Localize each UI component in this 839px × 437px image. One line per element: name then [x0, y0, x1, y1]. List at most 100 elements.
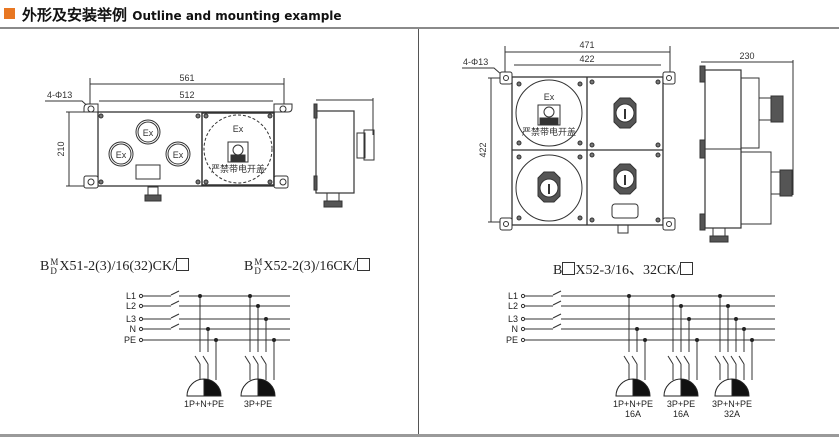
junction-dot — [734, 317, 738, 321]
terminal-icon — [138, 303, 144, 309]
model-sub: D — [254, 266, 261, 276]
socket-symbol-icon — [257, 378, 276, 397]
socket-symbol-icon — [663, 378, 682, 397]
title-cn: 外形及安装举例 — [22, 6, 128, 24]
switch-caption: 严禁带电开盖 — [522, 126, 576, 137]
socket-switch-icon — [631, 355, 638, 365]
line-label-l3: L3 — [126, 314, 136, 324]
socket-switch-icon — [194, 355, 201, 365]
model-body: X52-2(3)/16CK/ — [263, 259, 357, 275]
switch-contact-icon — [170, 290, 180, 296]
socket-label: 1P+N+PE — [613, 399, 653, 409]
line-label-n: N — [512, 324, 519, 334]
socket-switch-icon — [675, 355, 682, 365]
junction-dot — [679, 304, 683, 308]
socket-rating: 16A — [673, 409, 689, 419]
socket-switch-icon — [667, 355, 674, 365]
dim-561: 561 — [179, 73, 194, 83]
blank-box-icon — [356, 258, 370, 272]
section-title: 外形及安装举例 Outline and mounting example — [22, 4, 342, 25]
socket-symbol-icon — [240, 378, 259, 397]
terminal-icon — [138, 326, 144, 332]
ex-label: Ex — [116, 150, 127, 160]
line-label-l1: L1 — [126, 291, 136, 301]
junction-dot — [198, 294, 202, 298]
socket-switch-icon — [738, 355, 745, 365]
dim-422-width: 422 — [579, 54, 594, 64]
switch-contact-icon — [170, 300, 180, 306]
terminal-icon — [520, 316, 526, 322]
socket-label: 3P+N+PE — [712, 399, 752, 409]
junction-dot — [643, 338, 647, 342]
dim-210: 210 — [56, 141, 66, 156]
switch-contact-icon — [170, 313, 180, 319]
ex-label: Ex — [143, 128, 154, 138]
blank-box-icon — [562, 262, 576, 275]
panel-divider — [418, 29, 419, 437]
switch-contact-icon — [552, 290, 562, 296]
junction-dot — [214, 338, 218, 342]
model-prefix: B — [244, 259, 254, 275]
title-en: Outline and mounting example — [132, 9, 342, 23]
terminal-icon — [520, 303, 526, 309]
dim-230: 230 — [739, 51, 754, 61]
socket-switch-icon — [260, 355, 267, 365]
socket-switch-icon — [623, 355, 630, 365]
socket-symbol-icon — [731, 378, 750, 397]
ex-label: Ex — [173, 150, 184, 160]
header-rule — [0, 27, 839, 29]
dim-holes-left: 4-Φ13 — [47, 90, 72, 100]
socket-switch-icon — [683, 355, 690, 365]
model-prefix: B — [553, 263, 563, 278]
footer-rule — [0, 434, 839, 437]
dim-512: 512 — [179, 90, 194, 100]
junction-dot — [750, 338, 754, 342]
line-label-l1: L1 — [508, 291, 518, 301]
junction-dot — [248, 294, 252, 298]
dim-471: 471 — [579, 40, 594, 50]
socket-symbol-icon — [714, 378, 733, 397]
junction-dot — [687, 317, 691, 321]
junction-dot — [206, 327, 210, 331]
junction-dot — [627, 294, 631, 298]
junction-dot — [264, 317, 268, 321]
model-sup: M — [50, 257, 59, 267]
socket-switch-icon — [202, 355, 209, 365]
socket-label: 3P+PE — [244, 399, 272, 409]
socket-label: 3P+PE — [667, 399, 695, 409]
model-sub: D — [50, 266, 57, 276]
line-label-n: N — [130, 324, 137, 334]
socket-symbol-icon — [186, 378, 205, 397]
socket-switch-icon — [722, 355, 729, 365]
terminal-icon — [520, 326, 526, 332]
dim-holes-right: 4-Φ13 — [463, 57, 488, 67]
terminal-icon — [520, 337, 526, 343]
socket-switch-icon — [244, 355, 251, 365]
blank-box-icon — [680, 262, 694, 275]
socket-symbol-icon — [632, 378, 651, 397]
socket-symbol-icon — [203, 378, 222, 397]
terminal-icon — [520, 293, 526, 299]
switch-caption: 严禁带电开盖 — [211, 163, 265, 174]
model-body: X52-3/16、32CK/ — [575, 263, 681, 278]
junction-dot — [726, 304, 730, 308]
socket-switch-icon — [730, 355, 737, 365]
model-label: B X52-3/16、32CK/ — [553, 259, 694, 279]
blank-box-icon — [176, 258, 190, 272]
junction-dot — [742, 327, 746, 331]
terminal-icon — [138, 316, 144, 322]
section-header: 外形及安装举例 Outline and mounting example — [0, 0, 839, 27]
socket-symbol-icon — [680, 378, 699, 397]
line-label-pe: PE — [506, 335, 518, 345]
line-label-l2: L2 — [508, 301, 518, 311]
socket-symbol-icon — [615, 378, 634, 397]
terminal-icon — [138, 293, 144, 299]
socket-switch-icon — [714, 355, 721, 365]
line-label-pe: PE — [124, 335, 136, 345]
model-sup: M — [254, 257, 263, 267]
junction-dot — [256, 304, 260, 308]
line-label-l2: L2 — [126, 301, 136, 311]
socket-label: 1P+N+PE — [184, 399, 224, 409]
